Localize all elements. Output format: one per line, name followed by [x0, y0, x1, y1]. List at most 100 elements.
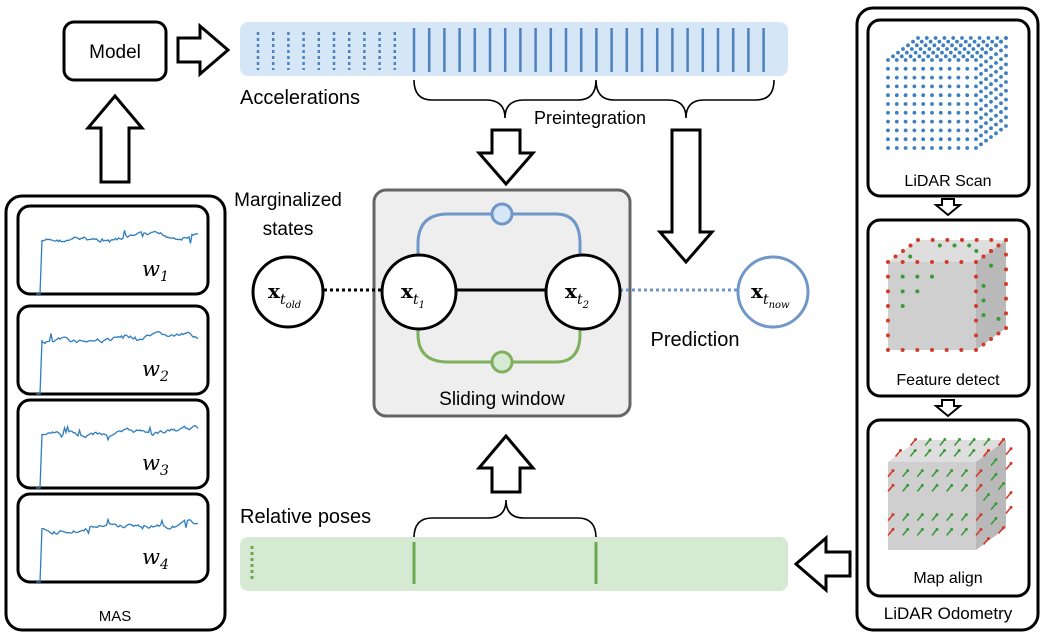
normal-tip — [891, 483, 895, 487]
lidar-scan-label: LiDAR Scan — [904, 173, 991, 190]
mas-subpanel: w2 — [16, 304, 210, 396]
point — [914, 43, 919, 48]
point — [891, 54, 895, 59]
feature-point — [886, 333, 890, 338]
point — [979, 133, 983, 138]
normal-tip — [1009, 447, 1013, 451]
cube-face-front — [888, 462, 976, 550]
point — [903, 146, 908, 150]
normal-tip — [994, 516, 998, 520]
point — [1004, 115, 1008, 120]
point — [984, 50, 988, 55]
feature-point — [893, 254, 898, 259]
point — [938, 128, 943, 133]
normal-tip — [906, 527, 910, 531]
point — [968, 36, 973, 40]
normal-tip — [979, 483, 983, 487]
normal-tip — [964, 513, 968, 517]
point — [903, 84, 908, 89]
point — [903, 66, 908, 71]
map-align-label: Map align — [913, 570, 982, 587]
point — [930, 75, 934, 80]
point — [979, 107, 983, 112]
feature-point — [959, 260, 964, 264]
cube-face-front — [888, 262, 976, 350]
normal-tip — [964, 469, 968, 473]
point — [912, 66, 917, 71]
normal-tip — [979, 527, 983, 531]
point — [979, 72, 983, 76]
point — [903, 102, 908, 106]
point — [946, 39, 951, 44]
point — [903, 93, 908, 98]
x-t2-base: x — [565, 279, 578, 303]
point — [906, 43, 910, 48]
point — [994, 43, 998, 48]
point — [999, 101, 1003, 106]
normal-tip — [891, 469, 895, 473]
feature-point — [937, 243, 942, 248]
normal-tip — [964, 483, 968, 487]
point — [936, 47, 941, 51]
feature-point — [960, 238, 964, 242]
normal-tip — [891, 527, 895, 531]
point — [956, 146, 961, 150]
point — [930, 110, 934, 115]
point — [909, 47, 914, 51]
feature-point — [915, 289, 920, 294]
point — [957, 50, 962, 55]
svg-text:xt1: xt1 — [401, 279, 425, 311]
point — [930, 119, 934, 124]
point — [989, 91, 993, 95]
point — [986, 36, 991, 40]
point — [947, 84, 952, 89]
feature-point — [981, 254, 986, 259]
point — [894, 102, 899, 106]
point — [908, 54, 913, 59]
point — [930, 102, 934, 106]
point — [924, 36, 929, 40]
x-old-subsub: old — [286, 300, 302, 311]
point — [994, 122, 998, 127]
x-t1-subsub: 1 — [419, 300, 425, 311]
point — [947, 146, 952, 150]
normal-tip — [920, 527, 924, 531]
cube-face-side — [976, 440, 1006, 550]
point — [974, 93, 978, 98]
point — [979, 80, 983, 85]
mas-subpanel: w3 — [16, 398, 210, 490]
feature-detect-label: Feature detect — [896, 372, 1000, 389]
point — [965, 58, 970, 62]
relative-poses-label: Relative poses — [240, 506, 371, 528]
model-label: Model — [89, 42, 141, 63]
point — [967, 43, 972, 48]
point — [901, 47, 905, 51]
point — [916, 36, 920, 40]
point — [965, 66, 970, 71]
point — [974, 128, 978, 133]
feature-point — [974, 249, 979, 253]
svg-text:xtold: xtold — [268, 279, 301, 311]
feature-point — [915, 260, 920, 264]
point — [965, 146, 970, 150]
point — [958, 43, 963, 48]
point — [979, 142, 983, 147]
normal-tip — [979, 469, 983, 473]
point — [971, 47, 976, 51]
point — [994, 69, 998, 74]
point — [999, 39, 1003, 44]
point — [930, 137, 934, 142]
feature-point — [916, 238, 920, 242]
normal-tip — [964, 527, 968, 531]
point — [989, 64, 993, 69]
mas-signal-trace — [36, 331, 199, 395]
arrow-preint-to-window — [475, 128, 537, 187]
point — [912, 110, 917, 115]
point — [951, 36, 956, 40]
mas-weight-label: w2 — [142, 357, 169, 385]
normal-tip — [987, 493, 990, 496]
point — [999, 83, 1003, 88]
point — [981, 39, 986, 44]
point — [984, 121, 988, 125]
point — [912, 146, 917, 150]
